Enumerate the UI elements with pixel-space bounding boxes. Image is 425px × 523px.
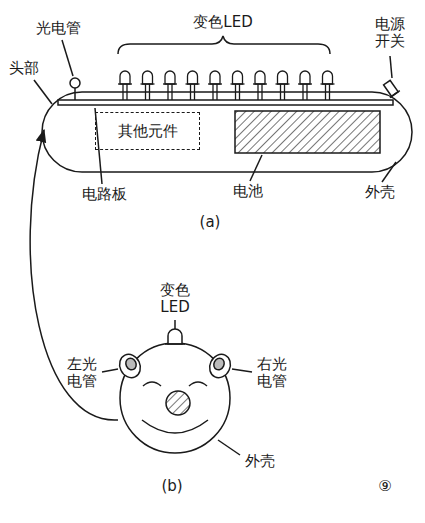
led-symbol — [141, 71, 155, 100]
led-symbol — [231, 71, 245, 100]
led-symbol — [276, 71, 290, 100]
part-label: 电池 — [228, 183, 268, 200]
part-label: 电路板 — [74, 186, 134, 203]
leader-line — [174, 320, 176, 329]
led-symbol — [186, 71, 200, 100]
brace — [118, 36, 330, 54]
view-label: (b) — [152, 478, 192, 495]
view-label: (a) — [190, 214, 230, 231]
part-label: 外壳 — [360, 184, 400, 201]
eye — [143, 382, 161, 386]
led-symbol — [208, 71, 222, 100]
leader-line — [232, 369, 252, 372]
led-flange — [165, 343, 185, 345]
component-box: 其他元件 — [95, 112, 200, 150]
power-switch — [382, 79, 400, 97]
leader-line — [34, 80, 52, 104]
leader-line — [250, 155, 262, 181]
part-label: 变色LED — [155, 282, 195, 317]
figure-number: ⑨ — [370, 478, 400, 495]
phototube-lead — [74, 88, 76, 100]
left-phototube — [116, 351, 144, 381]
led-symbol — [321, 71, 335, 100]
component-label: 其他元件 — [118, 122, 178, 141]
part-label: 外壳 — [240, 453, 280, 470]
led-front — [168, 329, 182, 344]
led-symbol — [298, 71, 312, 100]
leader-line — [218, 440, 240, 455]
led-symbol — [253, 71, 267, 100]
leader-line — [382, 162, 396, 182]
leader-line — [95, 108, 102, 184]
circuit-board — [58, 100, 393, 105]
leader-line — [62, 40, 73, 76]
smile — [142, 420, 208, 433]
part-label: 光电管 — [28, 20, 88, 37]
part-label: 变色LED — [183, 14, 263, 31]
led-symbol — [163, 71, 177, 100]
nose — [166, 391, 190, 415]
part-label: 右光电管 — [254, 356, 290, 391]
phototube — [70, 78, 80, 88]
view-arrow — [30, 130, 118, 420]
leader-line — [102, 369, 118, 372]
part-label: 头部 — [4, 60, 44, 77]
part-label: 电源开关 — [373, 16, 407, 51]
leader-line — [390, 56, 392, 78]
part-label: 左光电管 — [64, 356, 100, 391]
led-symbol — [118, 71, 132, 100]
right-phototube — [206, 351, 234, 381]
eye — [189, 382, 207, 386]
battery — [235, 111, 380, 153]
